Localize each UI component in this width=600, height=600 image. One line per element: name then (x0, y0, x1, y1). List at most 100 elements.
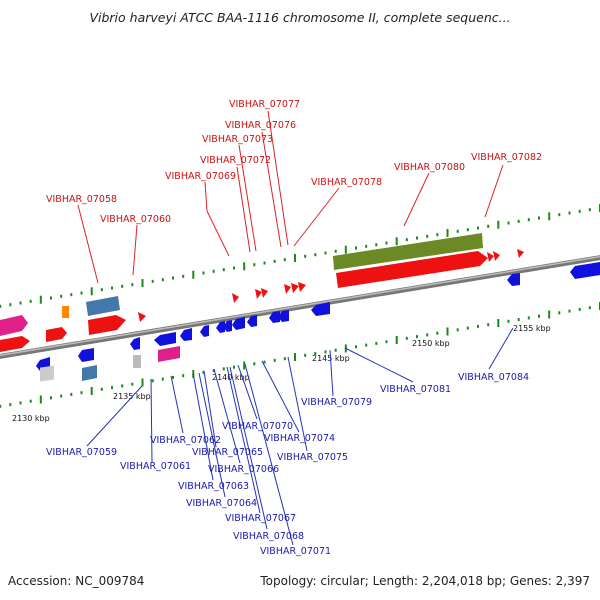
gene-label[interactable]: VIBHAR_07066 (208, 464, 279, 475)
gene-label[interactable]: VIBHAR_07071 (260, 546, 331, 557)
minor-tick (426, 333, 429, 337)
gene-feature[interactable] (311, 302, 330, 316)
minor-tick (100, 387, 103, 391)
minor-tick (324, 251, 327, 255)
minor-tick (9, 403, 12, 407)
scale-tick-label: 2155 kbp (513, 324, 551, 333)
gene-feature[interactable] (86, 296, 120, 316)
gene-label[interactable]: VIBHAR_07065 (192, 447, 263, 458)
gene-label[interactable]: VIBHAR_07076 (225, 120, 296, 131)
gene-label[interactable]: VIBHAR_07059 (46, 447, 117, 458)
reverse-features (36, 262, 600, 382)
gene-feature[interactable] (130, 337, 140, 350)
minor-tick (80, 391, 83, 395)
gene-label[interactable]: VIBHAR_07068 (233, 531, 304, 542)
minor-tick (527, 218, 530, 222)
minor-tick (121, 284, 124, 288)
gene-feature[interactable] (78, 348, 94, 362)
gene-feature[interactable] (46, 327, 67, 342)
gene-feature[interactable] (62, 306, 69, 318)
gene-label[interactable]: VIBHAR_07067 (225, 513, 296, 524)
gene-label[interactable]: VIBHAR_07073 (202, 134, 273, 145)
minor-tick (365, 343, 368, 347)
gene-label[interactable]: VIBHAR_07064 (186, 498, 257, 509)
gene-feature[interactable] (216, 321, 225, 333)
gene-label[interactable]: VIBHAR_07075 (277, 452, 348, 463)
gene-label[interactable]: VIBHAR_07072 (200, 155, 271, 166)
minor-tick (456, 328, 459, 332)
gene-label[interactable]: VIBHAR_07069 (165, 171, 236, 182)
gene-feature[interactable] (261, 288, 268, 298)
gene-feature[interactable] (82, 365, 97, 381)
gene-feature[interactable] (138, 312, 146, 322)
minor-tick (182, 274, 185, 278)
major-tick (446, 229, 449, 237)
gene-feature[interactable] (0, 336, 30, 352)
minor-tick (212, 369, 215, 373)
scale-tick-label: 2130 kbp (12, 414, 50, 423)
gene-label[interactable]: VIBHAR_07078 (311, 177, 382, 188)
gene-feature[interactable] (232, 317, 245, 330)
minor-tick (314, 253, 317, 257)
gene-feature[interactable] (493, 251, 500, 261)
major-tick (39, 295, 42, 304)
gene-feature[interactable] (158, 346, 180, 362)
gene-label[interactable]: VIBHAR_07060 (100, 214, 171, 225)
gene-label[interactable]: VIBHAR_07082 (471, 152, 542, 163)
gene-label[interactable]: VIBHAR_07074 (264, 433, 335, 444)
minor-tick (588, 208, 591, 212)
gene-label[interactable]: VIBHAR_07081 (380, 384, 451, 395)
minor-tick (568, 309, 571, 313)
minor-tick (517, 318, 520, 322)
gene-label[interactable]: VIBHAR_07062 (150, 435, 221, 446)
gene-feature[interactable] (291, 283, 299, 293)
gene-feature[interactable] (278, 310, 289, 322)
minor-tick (121, 384, 124, 388)
gene-label[interactable]: VIBHAR_07061 (120, 461, 191, 472)
gene-label[interactable]: VIBHAR_07084 (458, 372, 529, 383)
gene-feature[interactable] (180, 328, 192, 341)
tick-tracks (0, 204, 600, 408)
gene-label[interactable]: VIBHAR_07077 (229, 99, 300, 110)
minor-tick (568, 211, 571, 215)
gene-label[interactable]: VIBHAR_07080 (394, 162, 465, 173)
gene-feature[interactable] (154, 332, 176, 346)
gene-label[interactable]: VIBHAR_07070 (222, 421, 293, 432)
gene-feature[interactable] (298, 282, 306, 292)
gene-feature[interactable] (223, 320, 232, 332)
gene-feature[interactable] (0, 315, 28, 336)
gene-label[interactable]: VIBHAR_07063 (178, 481, 249, 492)
gene-feature[interactable] (88, 315, 126, 335)
gene-label[interactable]: VIBHAR_07058 (46, 194, 117, 205)
minor-tick (111, 386, 113, 390)
gene-feature[interactable] (487, 252, 494, 262)
gene-feature[interactable] (507, 273, 520, 286)
minor-tick (355, 345, 357, 349)
gene-feature[interactable] (284, 284, 291, 294)
gene-feature[interactable] (133, 355, 141, 368)
major-tick (395, 237, 398, 246)
major-tick (446, 327, 449, 336)
minor-tick (334, 348, 337, 352)
gene-feature[interactable] (517, 249, 524, 258)
gene-feature[interactable] (336, 251, 488, 288)
gene-label[interactable]: VIBHAR_07079 (301, 397, 372, 408)
gene-feature[interactable] (40, 365, 54, 382)
upper-leader-lines (77, 110, 504, 284)
major-tick (243, 262, 246, 271)
minor-tick (436, 233, 439, 237)
gene-feature[interactable] (232, 293, 239, 303)
major-tick (192, 270, 195, 279)
gene-feature[interactable] (255, 289, 262, 299)
minor-tick (263, 261, 266, 265)
minor-tick (151, 279, 154, 283)
gene-feature[interactable] (570, 262, 600, 279)
gene-feature[interactable] (200, 325, 209, 337)
genome-summary-text: Topology: circular; Length: 2,204,018 bp… (260, 574, 590, 588)
gene-feature[interactable] (333, 233, 483, 270)
scale-tick-label: 2150 kbp (412, 339, 450, 348)
minor-tick (304, 353, 307, 357)
gene-feature[interactable] (269, 311, 280, 323)
gene-feature[interactable] (247, 315, 257, 327)
